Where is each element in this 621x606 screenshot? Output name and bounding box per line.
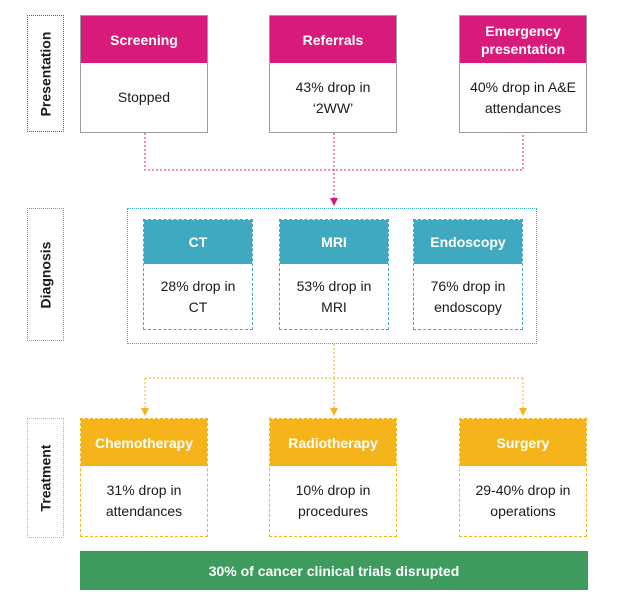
referrals-text: 43% drop in ‘2WW’ <box>295 78 371 116</box>
endoscopy-card: Endoscopy 76% drop in endoscopy <box>413 219 523 330</box>
chemotherapy-card: Chemotherapy 31% drop in attendances <box>80 418 208 537</box>
screening-card: Screening Stopped <box>80 15 208 133</box>
ct-card: CT 28% drop in CT <box>143 219 253 330</box>
arrow-to-surgery <box>519 408 527 416</box>
arrow-to-diagnosis <box>330 198 338 206</box>
connector-diagnosis-to-treatment <box>144 344 524 408</box>
mri-title: MRI <box>280 220 388 264</box>
emergency-presentation-text: 40% drop in A&E attendances <box>470 78 576 116</box>
screening-text: Stopped <box>117 89 171 105</box>
arrow-to-chemotherapy <box>141 408 149 416</box>
chemotherapy-title: Chemotherapy <box>81 419 207 466</box>
treatment-label-text: Treatment <box>37 444 54 512</box>
endoscopy-text: 76% drop in endoscopy <box>430 277 506 315</box>
referrals-card: Referrals 43% drop in ‘2WW’ <box>269 15 397 133</box>
radiotherapy-text: 10% drop in procedures <box>295 482 371 519</box>
surgery-text: 29-40% drop in operations <box>475 482 571 519</box>
ct-text: 28% drop in CT <box>160 277 236 315</box>
treatment-label: Treatment <box>27 418 64 538</box>
presentation-label-text: Presentation <box>37 31 54 116</box>
endoscopy-title: Endoscopy <box>414 220 522 264</box>
arrow-to-radiotherapy <box>330 408 338 416</box>
emergency-presentation-title: Emergency presentation <box>460 16 586 63</box>
diagnosis-label-text: Diagnosis <box>37 241 54 308</box>
screening-title: Screening <box>81 16 207 63</box>
diagnosis-group <box>127 208 537 344</box>
connector-presentation-to-diagnosis <box>144 133 524 198</box>
referrals-title: Referrals <box>270 16 396 63</box>
mri-text: 53% drop in MRI <box>296 277 372 315</box>
presentation-label: Presentation <box>27 15 64 132</box>
diagnosis-label: Diagnosis <box>27 208 64 341</box>
emergency-presentation-card: Emergency presentation 40% drop in A&E a… <box>459 15 587 133</box>
mri-card: MRI 53% drop in MRI <box>279 219 389 330</box>
ct-title: CT <box>144 220 252 264</box>
chemotherapy-text: 31% drop in attendances <box>105 482 183 519</box>
surgery-title: Surgery <box>460 419 586 466</box>
radiotherapy-card: Radiotherapy 10% drop in procedures <box>269 418 397 537</box>
clinical-trials-banner: 30% of cancer clinical trials disrupted <box>80 551 588 590</box>
radiotherapy-title: Radiotherapy <box>270 419 396 466</box>
surgery-card: Surgery 29-40% drop in operations <box>459 418 587 537</box>
